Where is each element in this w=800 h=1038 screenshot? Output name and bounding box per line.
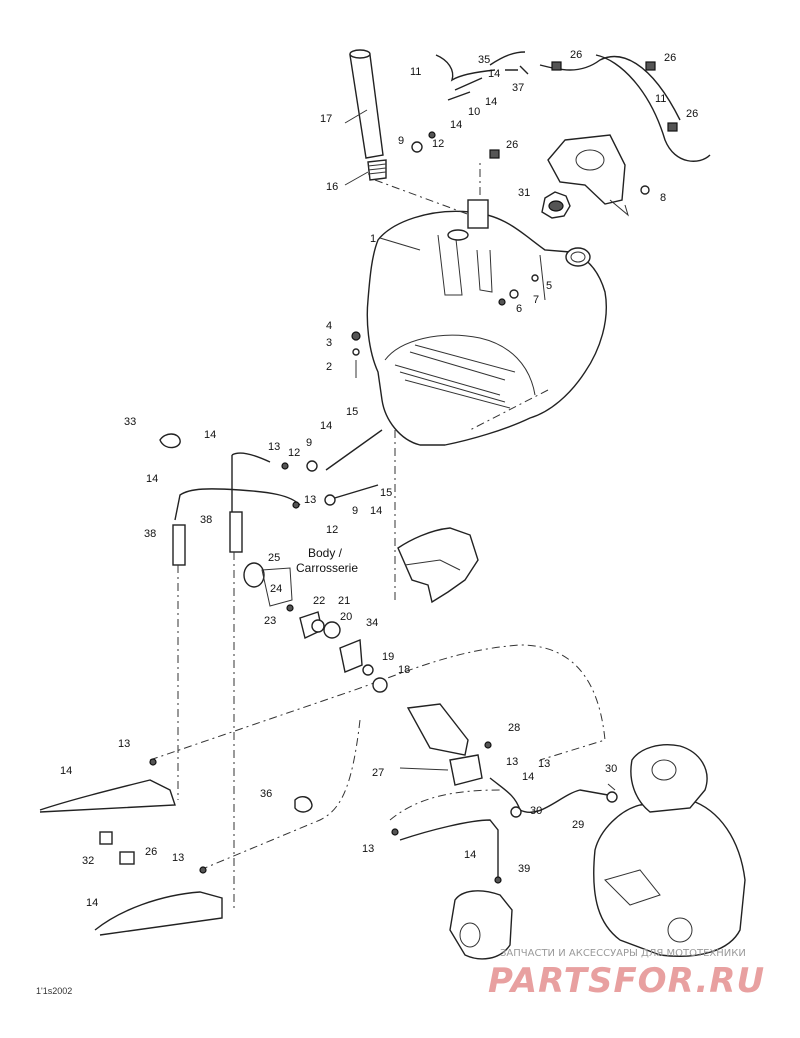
label-23: 23 (264, 615, 276, 627)
label-14-f: 14 (320, 420, 332, 432)
label-13-a: 13 (268, 441, 280, 453)
label-26-e: 26 (145, 846, 157, 858)
callout-labels: 1 2 3 4 5 6 7 8 9 9 9 10 11 11 12 12 12 … (36, 49, 698, 996)
label-39: 39 (518, 863, 530, 875)
label-9-b: 9 (306, 437, 312, 449)
filler-tube (349, 49, 387, 181)
clips-26 (99, 61, 678, 865)
vent-bracket (435, 51, 711, 217)
watermark-tagline: ЗАПЧАСТИ И АКСЕССУАРЫ ДЛЯ МОТОТЕХНИКИ (500, 948, 746, 959)
label-16: 16 (326, 181, 338, 193)
label-14-i: 14 (86, 897, 98, 909)
label-13-d: 13 (172, 852, 184, 864)
label-18: 18 (398, 664, 410, 676)
label-27: 27 (372, 767, 384, 779)
label-3: 3 (326, 337, 332, 349)
label-14-c: 14 (488, 68, 500, 80)
label-6: 6 (516, 303, 522, 315)
label-26-c: 26 (686, 108, 698, 120)
engine (510, 744, 746, 957)
label-7: 7 (533, 294, 539, 306)
label-13-c: 13 (118, 738, 130, 750)
label-12-a: 12 (432, 138, 444, 150)
label-11-a: 11 (410, 66, 421, 78)
callout-arrows (344, 109, 616, 791)
body-label-line2: Carrosserie (296, 561, 358, 575)
label-8: 8 (660, 192, 666, 204)
label-26-d: 26 (506, 139, 518, 151)
label-1: 1 (370, 233, 376, 245)
label-17: 17 (320, 113, 332, 125)
label-19: 19 (382, 651, 394, 663)
label-34: 34 (366, 617, 378, 629)
label-35: 35 (478, 54, 490, 66)
label-38-a: 38 (144, 528, 156, 540)
label-11-b: 11 (655, 93, 666, 105)
label-5: 5 (546, 280, 552, 292)
fuel-lines (159, 429, 383, 566)
label-25: 25 (268, 552, 280, 564)
label-36: 36 (260, 788, 272, 800)
label-22: 22 (313, 595, 325, 607)
label-32: 32 (82, 855, 94, 867)
label-15-a: 15 (346, 406, 358, 418)
label-38-b: 38 (200, 514, 212, 526)
label-14-k: 14 (522, 771, 534, 783)
label-13-b: 13 (304, 494, 316, 506)
label-15-b: 15 (380, 487, 392, 499)
watermark-brand: PARTSFOR.RU (488, 961, 765, 1001)
carburetor (399, 819, 513, 960)
fuel-pump (406, 703, 609, 813)
label-21: 21 (338, 595, 350, 607)
watermark: ЗАПЧАСТИ И АКСЕССУАРЫ ДЛЯ МОТОТЕХНИКИ PA… (488, 948, 765, 1001)
label-37: 37 (512, 82, 524, 94)
label-13-g: 13 (538, 758, 550, 770)
lower-hoses (39, 758, 399, 936)
label-4: 4 (326, 320, 332, 332)
body-bracket (397, 527, 479, 604)
label-9-c: 9 (352, 505, 358, 517)
label-29: 29 (572, 819, 584, 831)
label-14-j: 14 (464, 849, 476, 861)
body-label-line1: Body / (308, 546, 343, 560)
label-14-h: 14 (60, 765, 72, 777)
label-33: 33 (124, 416, 136, 428)
label-31: 31 (518, 187, 530, 199)
label-26-a: 26 (570, 49, 582, 61)
label-28: 28 (508, 722, 520, 734)
label-20: 20 (340, 611, 352, 623)
fuel-tank (366, 199, 607, 446)
label-14-a: 14 (485, 96, 497, 108)
label-13-e: 13 (362, 843, 374, 855)
label-13-f: 13 (506, 756, 518, 768)
leader-lines (149, 160, 606, 910)
label-12-c: 12 (326, 524, 338, 536)
label-30-a: 30 (605, 763, 617, 775)
label-14-b: 14 (450, 119, 462, 131)
valve-assembly (243, 562, 388, 693)
label-26-b: 26 (664, 52, 676, 64)
figure-code: 1'1s2002 (36, 986, 72, 996)
label-24: 24 (270, 583, 282, 595)
label-14-d: 14 (204, 429, 216, 441)
label-12-b: 12 (288, 447, 300, 459)
label-14-e: 14 (146, 473, 158, 485)
label-14-g: 14 (370, 505, 382, 517)
fuel-cap (541, 191, 591, 267)
label-9-a: 9 (398, 135, 404, 147)
fasteners (351, 131, 650, 378)
label-30-b: 30 (530, 805, 542, 817)
label-2: 2 (326, 361, 332, 373)
label-10: 10 (468, 106, 480, 118)
